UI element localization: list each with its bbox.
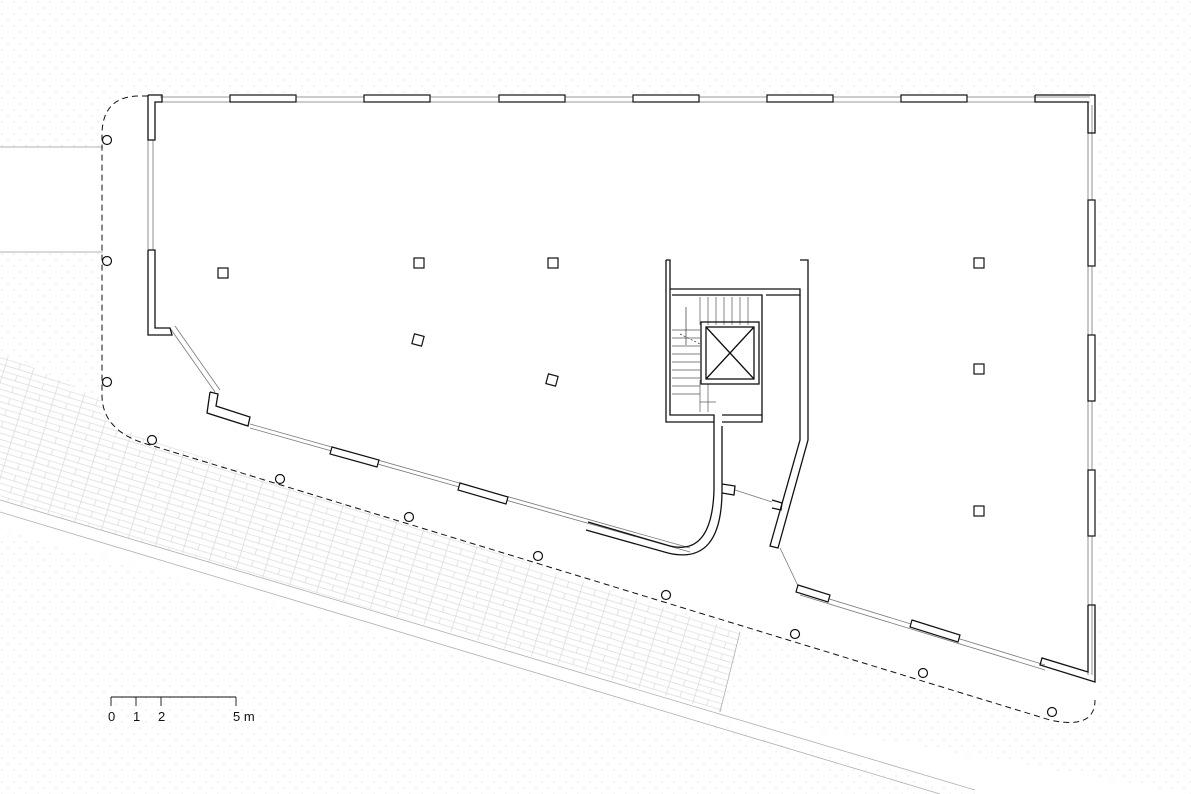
road-edge <box>0 511 941 794</box>
exterior-columns <box>101 134 1058 718</box>
window-panels <box>229 94 1096 643</box>
scale-label-2: 2 <box>158 709 166 724</box>
interior-columns <box>217 257 985 517</box>
roof-outline <box>101 95 1096 723</box>
elevator <box>700 321 760 385</box>
street-strip <box>0 147 103 252</box>
paving-pattern <box>0 352 740 712</box>
scale-bar <box>110 696 237 706</box>
stair <box>672 297 749 412</box>
scale-label-0: 0 <box>108 709 116 724</box>
scale-label-1: 1 <box>133 709 141 724</box>
site-area <box>102 96 1095 721</box>
walls <box>147 94 1096 683</box>
core-walls <box>585 259 809 556</box>
road-edge <box>719 631 741 713</box>
road-edge <box>0 499 976 791</box>
scale-label-5m: 5 m <box>233 709 255 724</box>
